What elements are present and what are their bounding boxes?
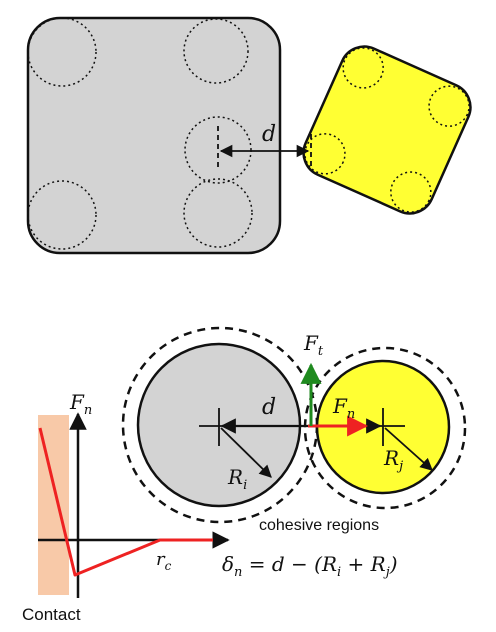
corner-sphere <box>342 47 384 89</box>
corner-sphere <box>183 178 253 248</box>
gray-rounded-square-particle <box>26 16 282 255</box>
radius-i-label: Ri <box>227 465 247 493</box>
corner-sphere <box>183 18 249 84</box>
force-axis-label: Fn <box>69 390 92 418</box>
corner-sphere <box>390 171 432 213</box>
yellow-rounded-square-particle <box>302 45 472 215</box>
overlap-formula: δn = d − (Ri + Rj) <box>222 552 398 580</box>
force-overlap-curve <box>38 427 213 577</box>
corner-sphere <box>27 180 97 250</box>
normal-force-label: Fn <box>332 394 355 422</box>
radius-i-arrow <box>220 427 272 478</box>
cutoff-distance-label: rc <box>156 549 172 573</box>
contact-label: Contact <box>22 605 81 624</box>
radius-j-arrow <box>384 427 433 471</box>
distance-label-bottom: d <box>262 395 276 420</box>
cohesive-regions-label: cohesive regions <box>259 517 379 534</box>
cohesive-region-yellow <box>303 346 467 510</box>
corner-sphere <box>27 17 97 87</box>
distance-label-top: d <box>262 122 276 147</box>
radius-j-label: Rj <box>383 446 403 474</box>
tangential-force-label: Ft <box>303 331 324 359</box>
corner-sphere <box>304 133 346 175</box>
corner-sphere <box>428 85 470 127</box>
